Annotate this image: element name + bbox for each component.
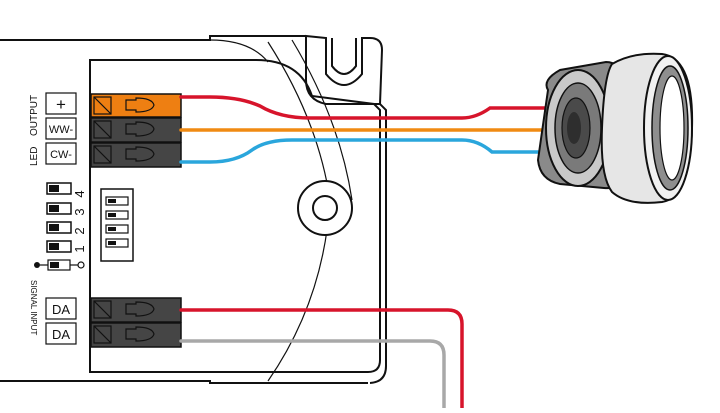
signal-input-labels: DA DA SIGNAL INPUT (29, 280, 77, 345)
terminal-da-2[interactable] (90, 322, 182, 348)
dip-switch-onboard[interactable] (100, 188, 134, 262)
dip-switch-1[interactable] (46, 240, 72, 253)
signal-input-terminal-block (90, 297, 182, 348)
dip-number-3: 3 (72, 208, 87, 215)
label-ww: WW- (49, 124, 74, 136)
label-led: LED (29, 147, 40, 166)
led-output-terminal-block (90, 93, 182, 168)
wire-gray-da (179, 339, 446, 410)
led-output-labels: + WW- CW- LED OUTPUT (29, 92, 77, 166)
dip-switch-panel: 4 3 2 1 (46, 182, 87, 253)
dip-number-4: 4 (72, 190, 87, 197)
label-box-da-2 (45, 322, 77, 345)
label-da-2: DA (52, 327, 70, 342)
terminal-ww[interactable] (90, 117, 182, 143)
label-box-plus (45, 92, 77, 115)
wire-red-da (179, 308, 464, 410)
wires (179, 95, 547, 410)
mounting-tab (305, 34, 384, 105)
mounting-hole-icon (297, 180, 353, 236)
dip-switch-2[interactable] (46, 221, 72, 234)
label-cw: CW- (50, 149, 72, 161)
terminal-da-1[interactable] (90, 297, 182, 323)
label-box-ww (45, 117, 77, 140)
dip-number-2: 2 (72, 227, 87, 234)
label-box-da-1 (45, 297, 77, 320)
label-box-cw (45, 142, 77, 165)
label-output: OUTPUT (29, 95, 40, 136)
label-plus: + (56, 95, 66, 114)
label-da-1: DA (52, 302, 70, 317)
wire-red-plus (179, 95, 547, 120)
dip-switch-3[interactable] (46, 202, 72, 215)
terminal-cw[interactable] (90, 142, 182, 168)
wire-blue-cw (179, 138, 547, 164)
dip-switch-4[interactable] (46, 182, 72, 195)
dip-number-1: 1 (72, 245, 87, 252)
label-signal-input: SIGNAL INPUT (29, 280, 38, 335)
on-off-switch-legend-icon (34, 259, 85, 271)
terminal-plus[interactable] (90, 93, 182, 118)
led-downlight-icon (536, 52, 694, 204)
